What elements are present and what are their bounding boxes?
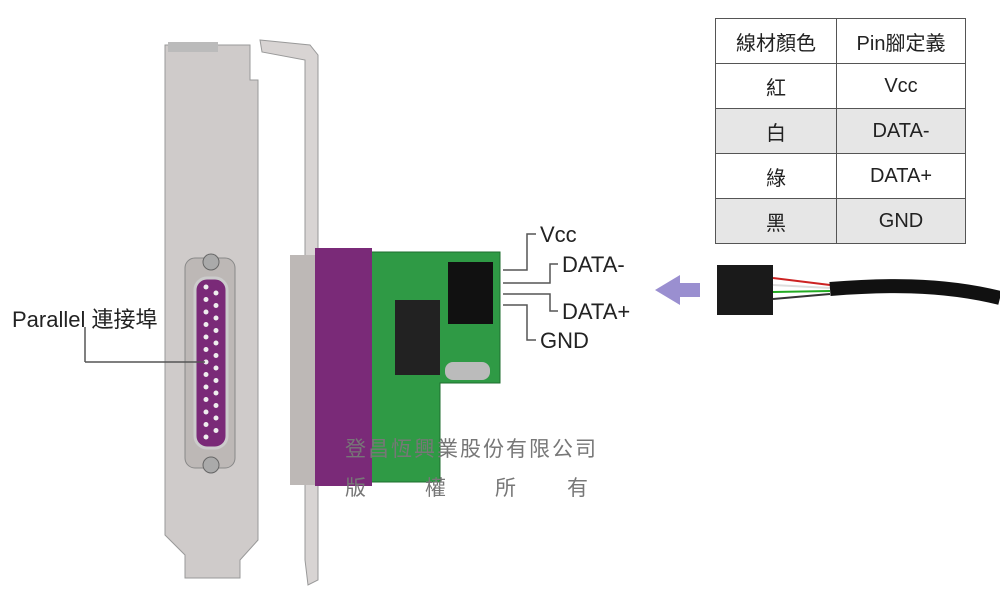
data-plus-label: DATA+ (562, 299, 631, 324)
pin-hole (213, 378, 219, 383)
right-bracket (259, 39, 320, 586)
pin-hole (213, 415, 219, 421)
cell-color: 白 (715, 108, 837, 154)
cell-color: 黑 (715, 198, 837, 244)
db25-pins (203, 284, 219, 440)
pin-hole (213, 353, 219, 358)
cell-color: 綠 (715, 153, 837, 199)
pin-hole (213, 303, 219, 308)
cell-pin: Vcc (836, 63, 966, 109)
left-bracket (164, 42, 259, 579)
watermark-company: 登昌恆興業股份有限公司 (345, 438, 598, 461)
parallel-port-label: Parallel 連接埠 (12, 307, 158, 332)
watermark-char: 所 (495, 477, 518, 500)
usb-header-cable (717, 265, 1000, 315)
pin-leader-lines (503, 233, 558, 341)
pin-hole (213, 290, 219, 296)
pin-hole (203, 347, 209, 352)
pin-hole (203, 322, 209, 327)
pin-hole (213, 390, 219, 396)
watermark-char: 權 (425, 477, 448, 500)
pin-hole (203, 409, 209, 415)
pin-hole (213, 340, 219, 346)
pin-hole (203, 384, 209, 390)
pin-hole (213, 328, 219, 333)
pin-hole (213, 428, 219, 433)
watermark-char: 版 (345, 477, 368, 500)
pin-hole (213, 365, 219, 371)
pin-hole (203, 422, 209, 427)
pin-hole (203, 372, 209, 377)
data-minus-label: DATA- (562, 252, 625, 277)
pin-hole (203, 359, 209, 365)
arrow-icon (655, 275, 700, 305)
pin-hole (203, 334, 209, 340)
pin-hole (213, 315, 219, 321)
pin-hole (203, 284, 209, 290)
adapter-board (315, 248, 501, 486)
watermark-char: 有 (567, 477, 590, 500)
pin-hole (203, 309, 209, 315)
pin-hole (213, 403, 219, 408)
cell-pin: GND (836, 198, 966, 244)
vcc-label: Vcc (540, 222, 577, 247)
header-wire-color: 線材顏色 (715, 18, 837, 64)
cell-pin: DATA- (836, 108, 966, 154)
cell-pin: DATA+ (836, 153, 966, 199)
cell-color: 紅 (715, 63, 837, 109)
pin-hole (203, 397, 209, 402)
gnd-label: GND (540, 328, 589, 353)
pin-hole (203, 434, 209, 440)
header-pin-definition: Pin腳定義 (836, 18, 966, 64)
pin-hole (203, 297, 209, 302)
